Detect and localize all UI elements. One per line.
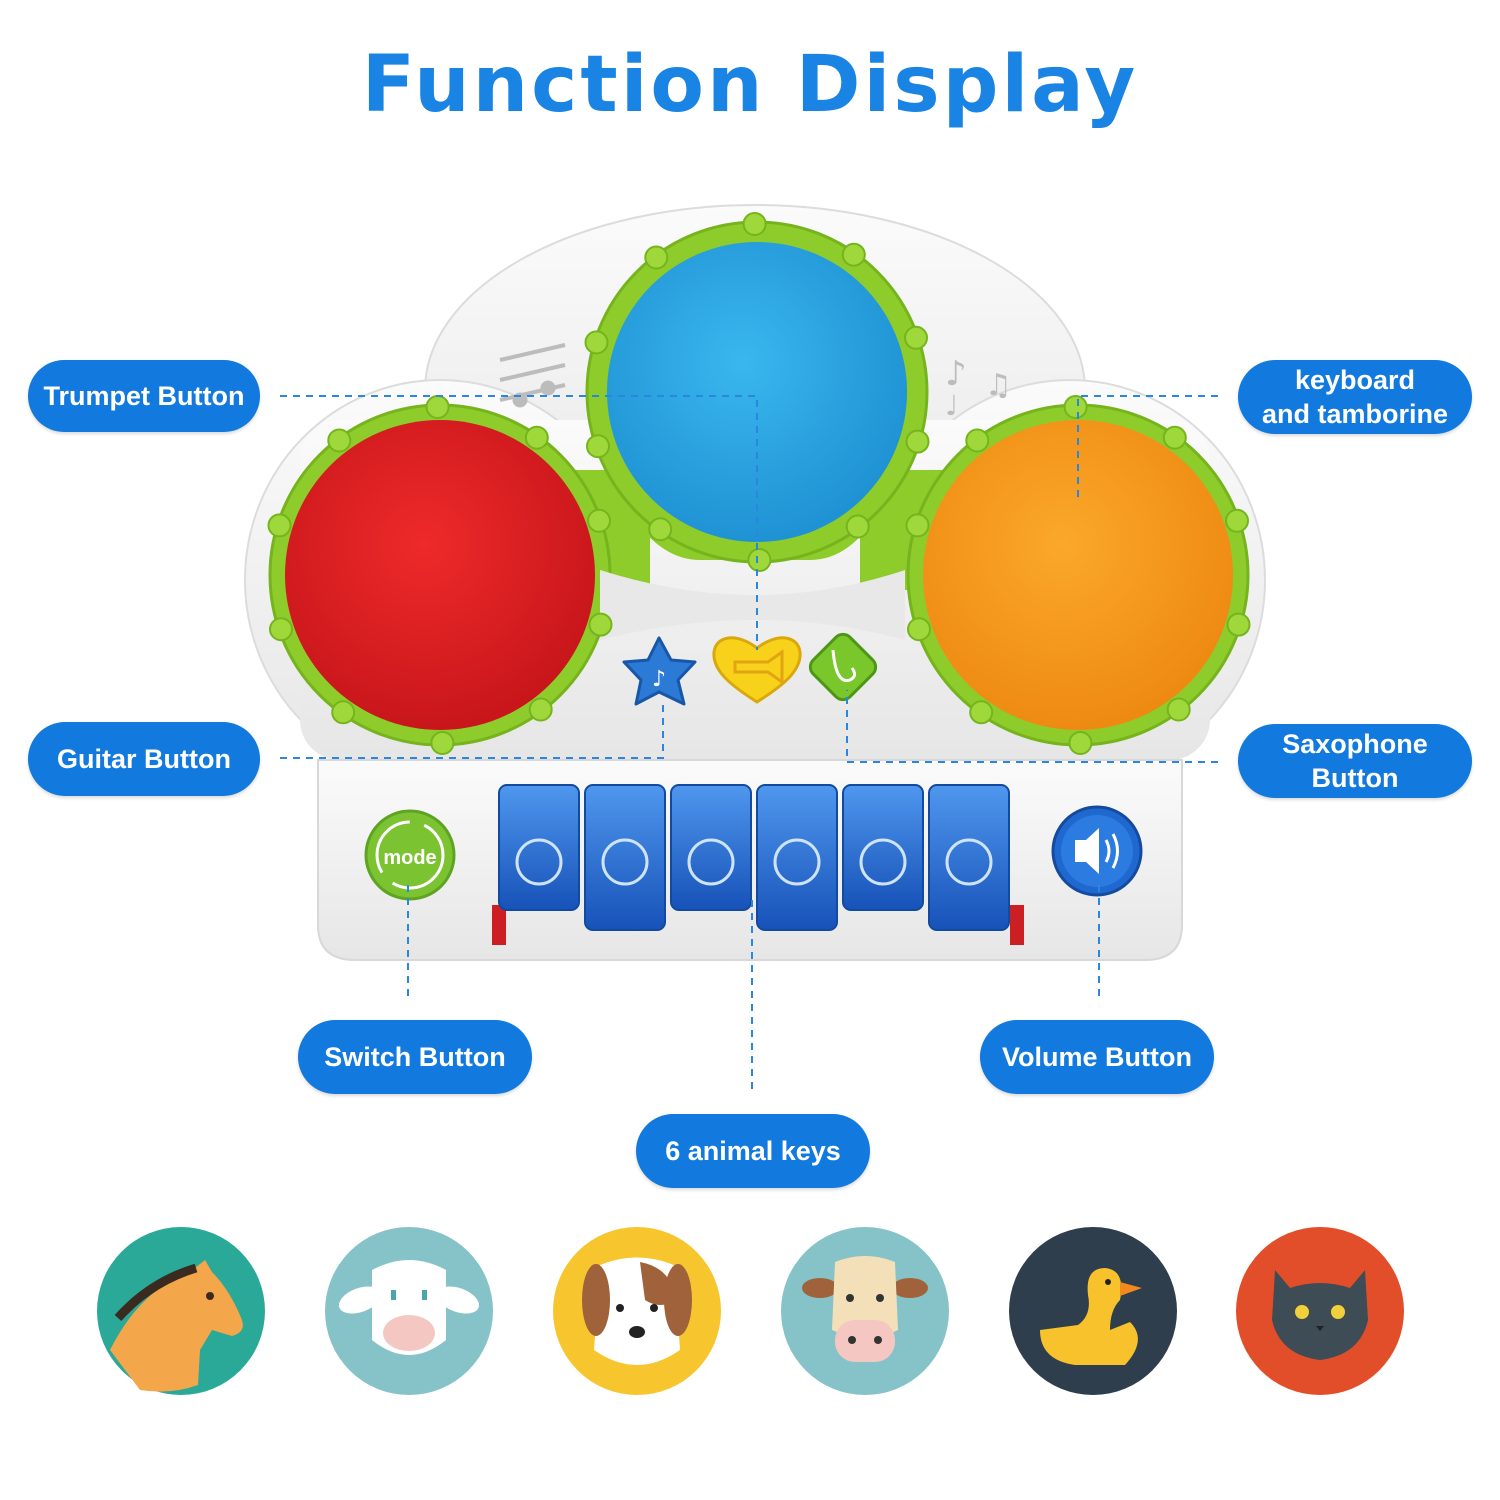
guitar-icon: ♪ bbox=[652, 667, 666, 692]
music-notes-decoration: ♪ ♫ ♩ bbox=[499, 343, 1012, 422]
cow-icon bbox=[781, 1227, 949, 1395]
ring-bump bbox=[845, 514, 870, 539]
guitar-button[interactable]: ♪ bbox=[622, 636, 697, 706]
trumpet-leader-line bbox=[280, 395, 758, 650]
ring-bump bbox=[1162, 425, 1187, 450]
ring-bump bbox=[267, 513, 292, 538]
guitar-leader-line bbox=[280, 700, 664, 759]
ring-bump bbox=[841, 242, 866, 267]
animal-key-3[interactable] bbox=[670, 784, 752, 911]
speaker-icon bbox=[1075, 828, 1119, 874]
horse-icon bbox=[97, 1227, 265, 1395]
ring-bump bbox=[327, 428, 352, 453]
orange-drum-pad[interactable] bbox=[923, 420, 1233, 730]
ring-bump bbox=[965, 428, 990, 453]
ring-bump bbox=[1225, 508, 1249, 533]
page-title: Function Display bbox=[361, 40, 1139, 130]
sheep-icon bbox=[325, 1227, 493, 1395]
saxophone-button[interactable] bbox=[806, 630, 880, 704]
cow-icon bbox=[773, 838, 821, 886]
keyboard-leader-line bbox=[1077, 395, 1218, 500]
dog-icon bbox=[553, 1227, 721, 1395]
animal-key-2[interactable] bbox=[584, 784, 666, 931]
volume-button-label: Volume Button bbox=[980, 1020, 1214, 1094]
animal-key-6[interactable] bbox=[928, 784, 1010, 931]
trumpet-button-label: Trumpet Button bbox=[28, 360, 260, 432]
sheep-icon bbox=[601, 838, 649, 886]
svg-text:♩: ♩ bbox=[945, 389, 958, 422]
ring-bump bbox=[528, 697, 553, 722]
ring-bump bbox=[907, 617, 931, 642]
saxophone-icon bbox=[831, 649, 857, 683]
ring-bump bbox=[905, 513, 930, 538]
ring-bump bbox=[644, 245, 669, 270]
ring-bump bbox=[742, 212, 767, 236]
ring-bump bbox=[904, 325, 928, 350]
animal-key-1[interactable] bbox=[498, 784, 580, 911]
ring-bump bbox=[430, 731, 455, 755]
ring-bump bbox=[1068, 731, 1093, 755]
animal-icons-row bbox=[97, 1227, 1404, 1395]
trumpet-icon bbox=[733, 649, 784, 685]
saxophone-leader-line bbox=[846, 690, 1218, 763]
ring-bump bbox=[905, 429, 930, 454]
animal-key-5[interactable] bbox=[842, 784, 924, 911]
ring-bump bbox=[747, 548, 772, 572]
ring-bump bbox=[587, 508, 611, 533]
keyboard-tamborine-label: keyboard and tamborine bbox=[1238, 360, 1472, 434]
mode-switch-button[interactable]: mode bbox=[364, 809, 456, 901]
mode-text: mode bbox=[383, 847, 436, 869]
duck-icon bbox=[859, 838, 907, 886]
ring-bump bbox=[331, 700, 356, 725]
duck-icon bbox=[1009, 1227, 1177, 1395]
blue-drum-pad[interactable] bbox=[607, 242, 907, 542]
ring-bump bbox=[1226, 612, 1251, 637]
ring-bump bbox=[269, 617, 293, 642]
red-drum-pad[interactable] bbox=[285, 420, 595, 730]
trumpet-button[interactable] bbox=[712, 636, 802, 704]
cat-icon bbox=[1236, 1227, 1404, 1395]
ring-bump bbox=[1063, 395, 1088, 419]
svg-text:♪: ♪ bbox=[945, 354, 967, 394]
guitar-button-label: Guitar Button bbox=[28, 722, 260, 796]
saxophone-button-label: Saxophone Button bbox=[1238, 724, 1472, 798]
ring-bump bbox=[648, 517, 673, 542]
dog-icon bbox=[687, 838, 735, 886]
leader-lines bbox=[280, 395, 1218, 1090]
ring-bump bbox=[586, 434, 610, 459]
ring-bump bbox=[524, 425, 549, 450]
animal-keys bbox=[498, 784, 1010, 931]
cat-icon bbox=[945, 838, 993, 886]
ring-bump bbox=[584, 330, 609, 355]
ring-bump bbox=[425, 395, 450, 419]
ring-bump bbox=[588, 612, 613, 637]
svg-text:♫: ♫ bbox=[985, 368, 1012, 403]
ring-bumps bbox=[267, 212, 1251, 755]
animal-key-4[interactable] bbox=[756, 784, 838, 931]
volume-button[interactable] bbox=[1051, 805, 1143, 897]
horse-icon bbox=[515, 838, 563, 886]
animal-keys-label: 6 animal keys bbox=[636, 1114, 870, 1188]
switch-button-label: Switch Button bbox=[298, 1020, 532, 1094]
ring-bump bbox=[1166, 697, 1191, 722]
ring-bump bbox=[969, 700, 994, 725]
